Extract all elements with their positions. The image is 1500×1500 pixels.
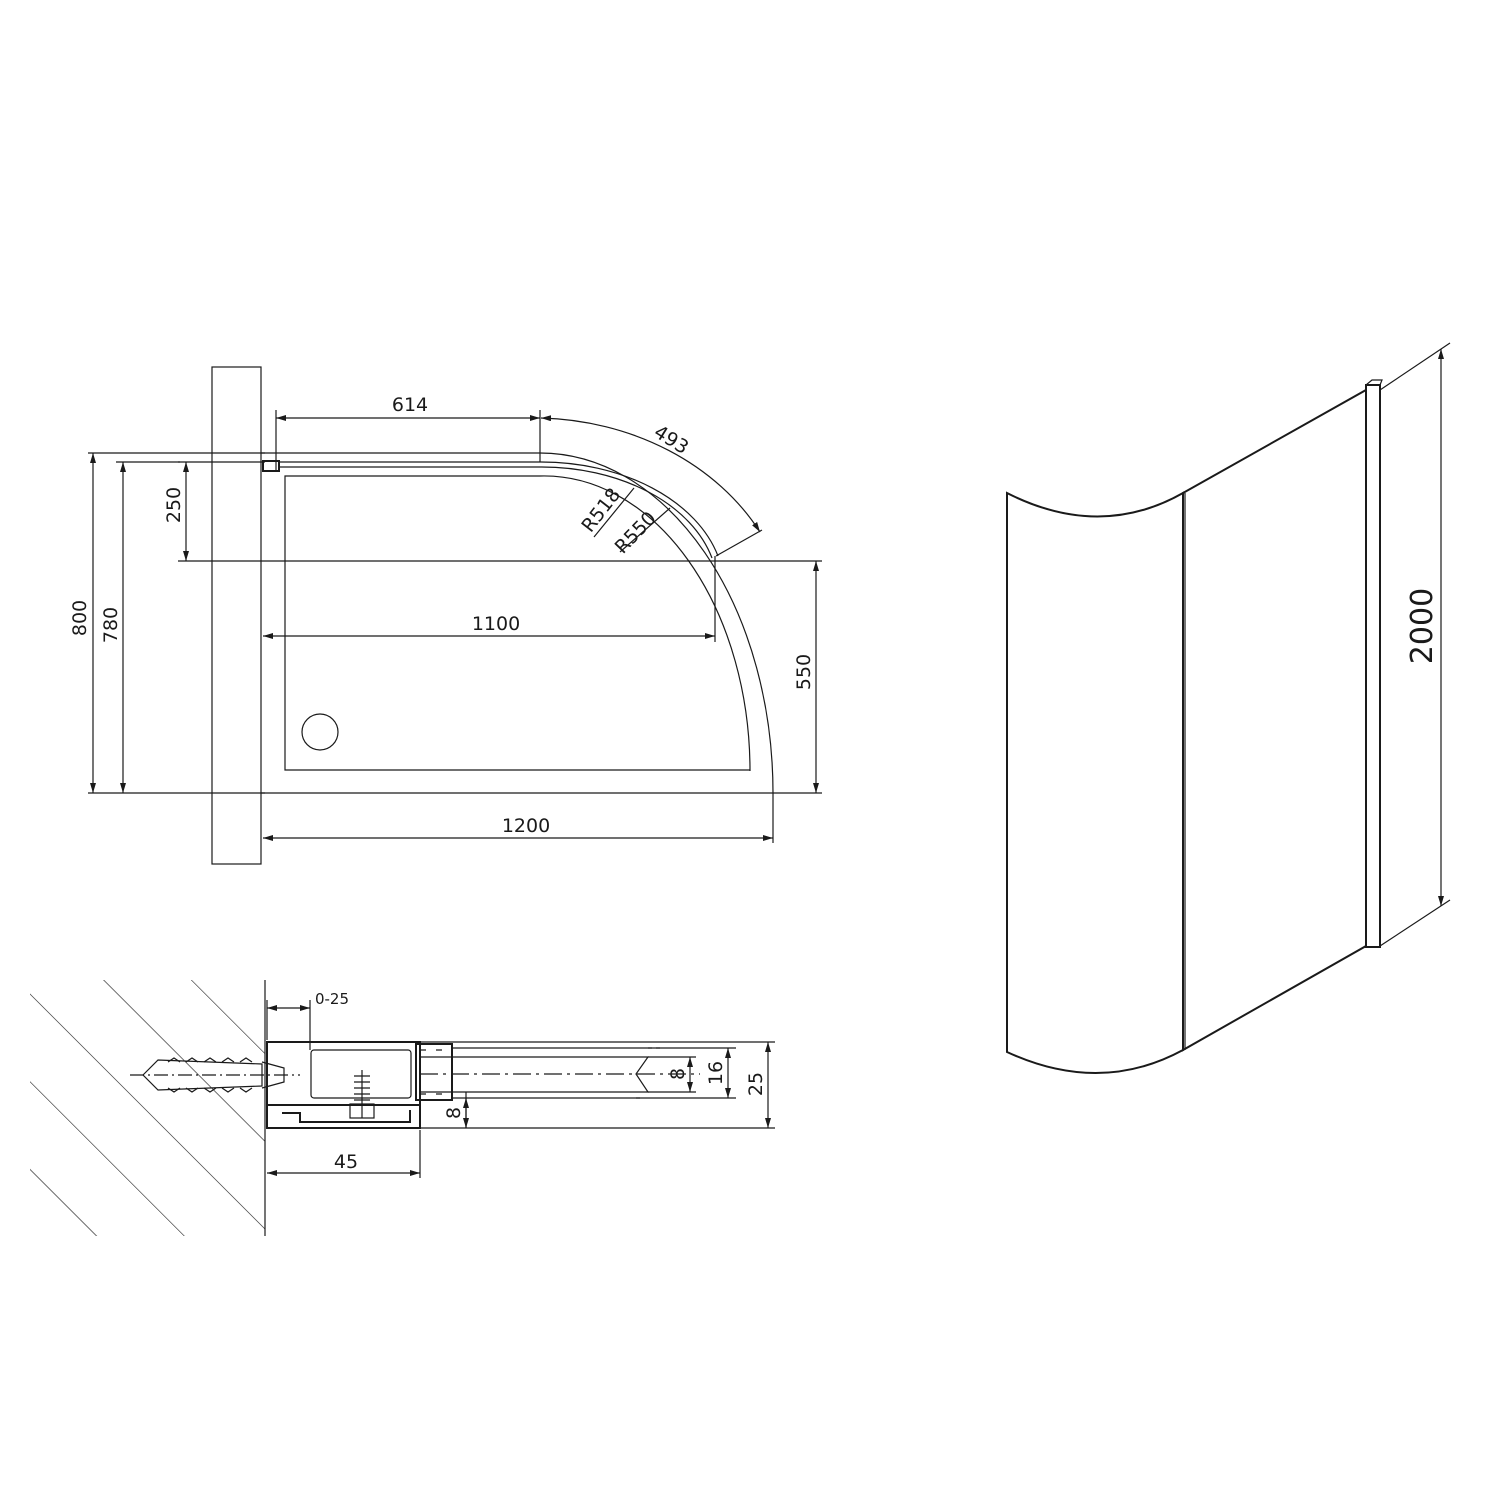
wall-bracket — [262, 460, 280, 472]
dim-250: 250 — [163, 487, 185, 523]
dim-r550: R550 — [611, 507, 661, 558]
elevation-view: 2000 — [1006, 342, 1451, 1074]
profile-base — [266, 1105, 421, 1129]
drain-icon — [301, 713, 339, 751]
dim-493: 493 — [650, 421, 692, 459]
screw-icon — [349, 1070, 375, 1119]
flat-glass-panel — [1182, 388, 1367, 1052]
profile-inner — [310, 1049, 412, 1099]
dim-1100: 1100 — [472, 613, 520, 635]
dim-2000: 2000 — [1405, 588, 1440, 664]
glass-section — [419, 1056, 650, 1093]
dim-800: 800 — [69, 600, 91, 636]
wall-plug-icon — [130, 1057, 300, 1093]
dim-16: 16 — [705, 1061, 727, 1085]
dim-1200: 1200 — [502, 815, 550, 837]
profile-detail: 0-25 8 16 25 8 45 — [30, 980, 775, 1236]
wall-profile — [266, 1041, 421, 1106]
dim-8-glass: 8 — [667, 1068, 689, 1080]
dim-550: 550 — [793, 654, 815, 690]
dim-614: 614 — [392, 394, 428, 416]
wall-section-detail — [30, 980, 265, 1236]
wall-profile-strip — [1365, 384, 1381, 948]
dim-25: 25 — [745, 1072, 767, 1096]
curved-glass-panel — [1006, 491, 1184, 1074]
dim-0-25: 0-25 — [315, 990, 349, 1008]
glass-clamp — [415, 1043, 453, 1101]
wall-section — [211, 366, 262, 865]
dim-780: 780 — [100, 607, 122, 643]
plan-view: 614 493 R518 R550 250 800 780 1100 550 — [69, 366, 822, 865]
dim-45: 45 — [334, 1151, 358, 1173]
dim-8-offset: 8 — [443, 1107, 465, 1119]
dim-arc-493 — [540, 415, 761, 533]
